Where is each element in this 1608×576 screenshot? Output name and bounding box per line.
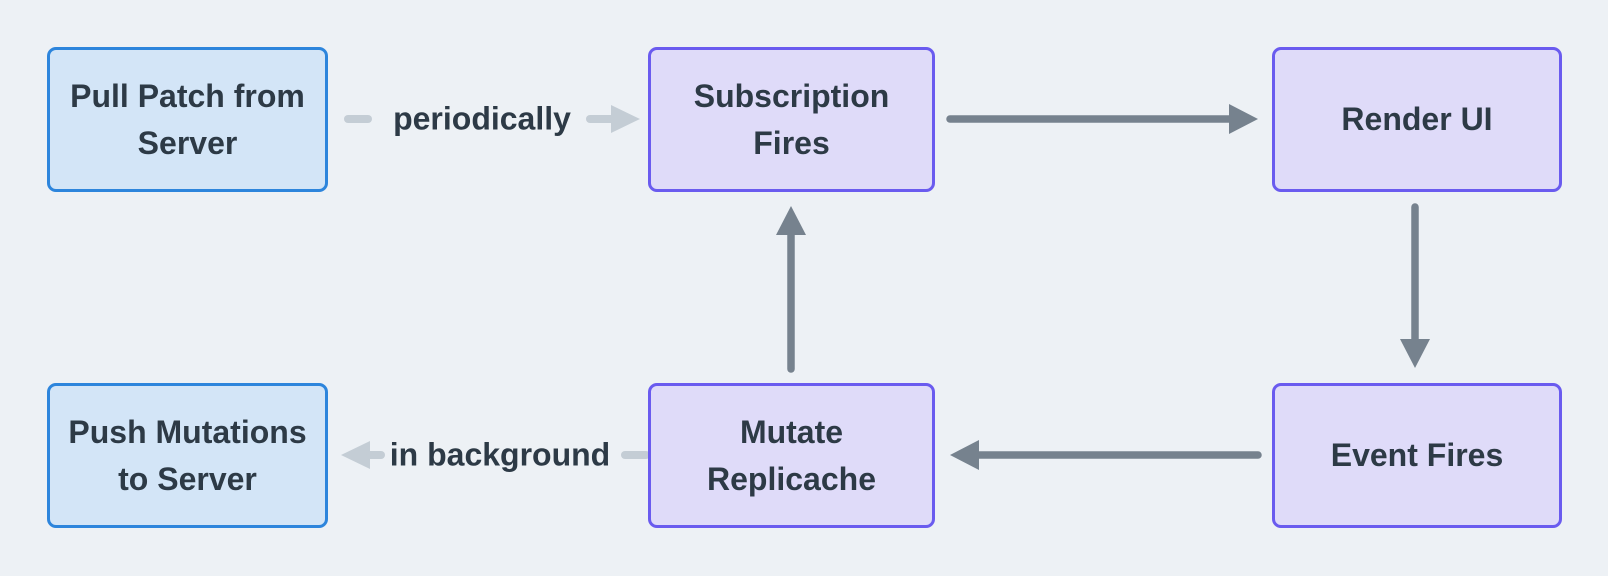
edge-render-to-event-arrowhead — [1400, 339, 1430, 368]
node-label-event-fires: Event Fires — [1330, 437, 1504, 473]
node-mutate-replicache: Mutate Replicache — [648, 383, 935, 528]
node-event-fires: Event Fires — [1272, 383, 1562, 528]
edge-render-to-event — [1400, 203, 1430, 368]
node-label-mutate-replicache: Mutate Replicache — [707, 413, 876, 497]
node-label-push-mutations: Push Mutations to Server — [68, 413, 307, 497]
node-label-subscription-fires: Subscription Fires — [693, 77, 890, 161]
edge-label-in-background: in background — [389, 436, 611, 473]
node-label-pull-patch: Pull Patch from Server — [70, 77, 305, 161]
edge-subscription-to-render — [946, 104, 1258, 134]
edge-mutate-to-subscription-arrowhead — [776, 206, 806, 235]
edge-event-to-mutate-arrowhead — [950, 440, 979, 470]
edge-pull-to-subscription-arrowhead — [611, 105, 640, 133]
edge-event-to-mutate — [950, 440, 1262, 470]
node-push-mutations-to-server: Push Mutations to Server — [47, 383, 328, 528]
edge-mutate-to-subscription — [776, 206, 806, 373]
edge-label-periodically: periodically — [393, 100, 571, 137]
node-label-render-ui: Render UI — [1341, 101, 1493, 137]
node-subscription-fires: Subscription Fires — [648, 47, 935, 192]
edge-subscription-to-render-arrowhead — [1229, 104, 1258, 134]
edge-mutate-to-push — [341, 441, 650, 469]
node-render-ui: Render UI — [1272, 47, 1562, 192]
node-pull-patch-from-server: Pull Patch from Server — [47, 47, 328, 192]
edge-pull-to-subscription — [344, 105, 640, 133]
edge-mutate-to-push-arrowhead — [341, 441, 370, 469]
